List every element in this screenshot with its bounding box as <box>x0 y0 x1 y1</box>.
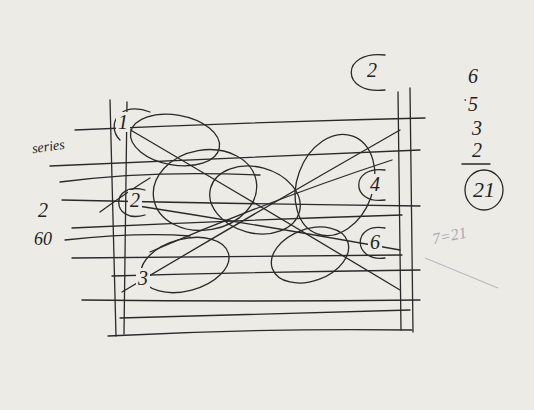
sketch-number: 5 <box>466 94 480 114</box>
sketch-number: 7=21 <box>429 224 470 248</box>
sketch-number: 2 <box>365 60 379 80</box>
sketch-number: 3 <box>136 268 150 288</box>
sketch-number: 1 <box>116 112 130 132</box>
sketch-number: 3 <box>470 118 484 138</box>
sketch-number: 2 <box>470 140 484 160</box>
margin-note: series <box>29 138 67 157</box>
sketch-number: 2 <box>128 190 142 210</box>
circled-total: 21 <box>463 169 505 211</box>
sketch-number: 6 <box>368 232 382 252</box>
sketch-number: 4 <box>368 174 382 194</box>
sketch-number: 6 <box>466 66 480 86</box>
sketch-number: 60 <box>32 230 54 248</box>
total-number: 21 <box>473 179 495 201</box>
sketch-number: 2 <box>36 200 50 220</box>
